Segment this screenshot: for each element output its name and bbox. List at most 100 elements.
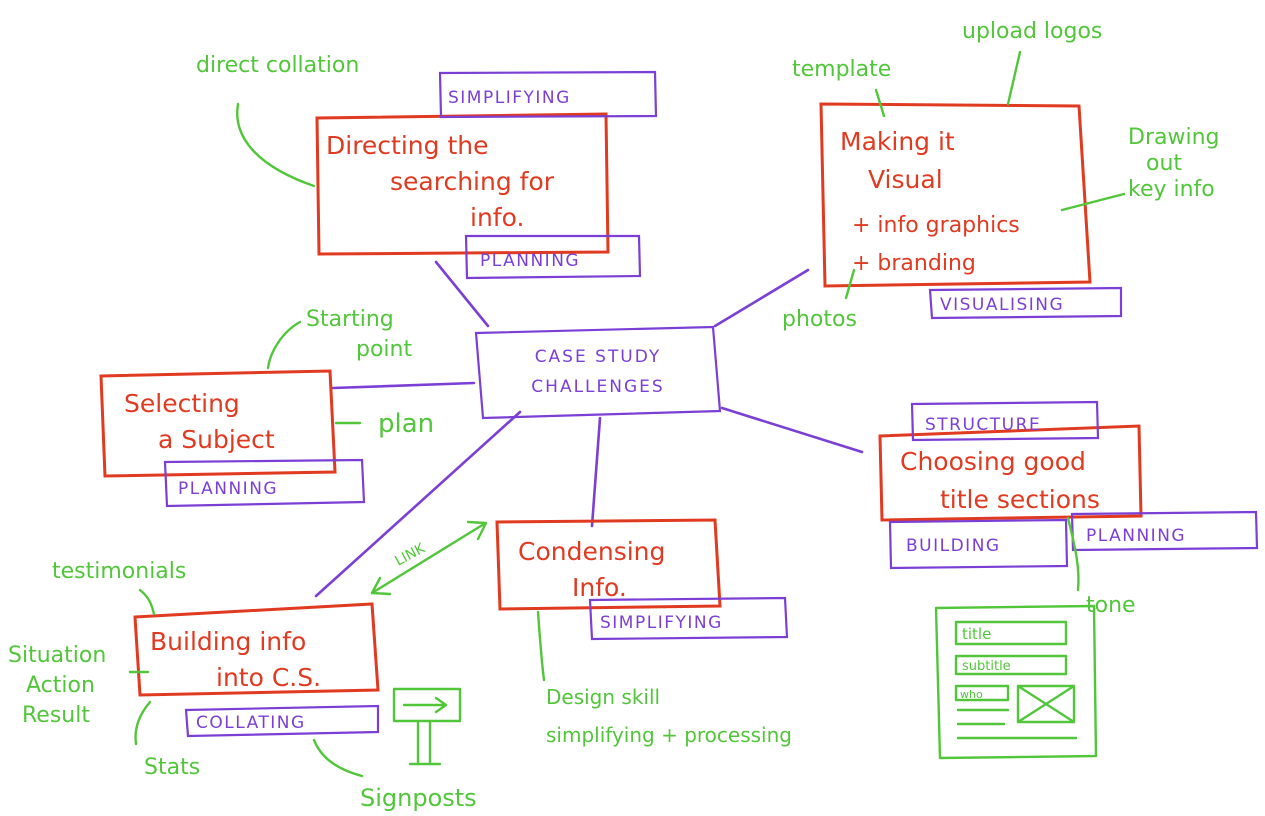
directing-line2: searching for — [390, 167, 555, 196]
selecting-note-start-leader — [266, 320, 302, 370]
node-directing: Directing the searching for info. SIMPLI… — [196, 53, 658, 280]
connector-condensing — [590, 416, 602, 528]
titles-line2: title sections — [940, 485, 1100, 514]
signpost-icon — [392, 687, 462, 766]
selecting-box — [99, 369, 337, 478]
building-line1: Building info — [150, 627, 306, 656]
node-condensing: Condensing Info. SIMPLIFYING Design skil… — [370, 518, 792, 747]
selecting-tag: PLANNING — [178, 479, 278, 499]
building-note-signposts-leader — [312, 738, 364, 778]
building-line2: into C.S. — [216, 663, 321, 692]
visual-bullet2: + branding — [852, 251, 976, 276]
directing-box — [315, 112, 610, 256]
visual-line1: Making it — [840, 127, 955, 156]
wireframe-text-lines — [956, 708, 1078, 740]
node-titles: Choosing good title sections STRUCTURE B… — [878, 400, 1259, 618]
visual-bullet1: + info graphics — [852, 213, 1020, 238]
selecting-note-start1: Starting — [306, 307, 394, 332]
node-visual: Making it Visual + info graphics + brand… — [782, 19, 1219, 332]
condensing-note2: simplifying + processing — [546, 723, 792, 747]
center-box — [474, 325, 722, 420]
wireframe-who-box — [954, 684, 1010, 702]
signpost-arrow — [402, 696, 448, 714]
directing-line1: Directing the — [326, 131, 489, 160]
selecting-note-start2: point — [356, 337, 412, 362]
building-note-testimonials-leader — [138, 588, 156, 616]
link-arrow-shaft — [370, 522, 486, 595]
condensing-tag-box — [588, 596, 789, 641]
building-note-testimonials: testimonials — [52, 559, 186, 584]
visual-box — [819, 102, 1092, 288]
building-note-signposts: Signposts — [360, 784, 477, 812]
directing-note: direct collation — [196, 53, 359, 78]
titles-line1: Choosing good — [900, 447, 1086, 476]
titles-tag-building: BUILDING — [906, 536, 1001, 556]
building-note-result: Result — [22, 703, 90, 728]
titles-tag-planning: PLANNING — [1086, 526, 1186, 546]
wireframe-image-box — [1016, 684, 1076, 724]
wireframe-title-box — [954, 620, 1068, 646]
wireframe-subtitle-box — [954, 654, 1068, 676]
connector-selecting — [331, 381, 476, 390]
building-tag-box — [184, 704, 380, 738]
wireframe-frame — [934, 604, 1098, 760]
connector-directing — [434, 260, 490, 328]
directing-tag-bottom: PLANNING — [480, 251, 580, 271]
center-title-line2: CHALLENGES — [531, 377, 664, 397]
directing-line3: info. — [470, 203, 524, 232]
building-note-action: Action — [26, 673, 95, 698]
directing-note-leader — [236, 102, 316, 188]
link-arrow-head-end — [466, 520, 488, 541]
titles-box — [878, 424, 1143, 522]
visual-note-drawing1: Drawing — [1128, 125, 1219, 150]
condensing-line1: Condensing — [518, 537, 665, 566]
building-note-situation: Situation — [8, 643, 106, 668]
building-note-stats-leader — [134, 700, 152, 746]
visual-note-drawing2: out — [1146, 151, 1182, 176]
condensing-line2: Info. — [572, 573, 627, 602]
directing-tag-top: SIMPLIFYING — [448, 88, 571, 108]
selecting-tag-box — [163, 458, 366, 508]
directing-tag-bottom-box — [464, 234, 642, 280]
building-note-stats: Stats — [144, 755, 200, 780]
page-wireframe-sketch: title subtitle who — [934, 604, 1098, 760]
signpost-board — [392, 687, 462, 723]
node-selecting: Selecting a Subject PLANNING Starting po… — [99, 307, 434, 508]
visual-line2: Visual — [868, 165, 943, 194]
center-title-line1: CASE STUDY — [535, 347, 662, 367]
connector-building — [314, 410, 522, 598]
wireframe-who: who — [960, 688, 983, 701]
visual-note-drawing-leader — [1060, 192, 1126, 212]
condensing-box — [495, 518, 722, 611]
condensing-note1: Design skill — [546, 685, 660, 709]
visual-note-template-leader — [874, 88, 886, 118]
link-label: LINK — [392, 540, 428, 569]
wireframe-title: title — [962, 625, 991, 643]
selecting-line1: Selecting — [124, 389, 240, 418]
visual-note-photos: photos — [782, 307, 857, 332]
visual-note-upload-leader — [1006, 50, 1022, 106]
visual-note-drawing3: key info — [1128, 177, 1215, 202]
selecting-line2: a Subject — [158, 425, 275, 454]
condensing-note-leader — [536, 610, 546, 682]
directing-tag-top-box — [438, 70, 658, 119]
visual-note-photos-leader — [844, 268, 856, 300]
visual-tag: VISUALISING — [940, 295, 1064, 315]
titles-tag-building-box — [888, 518, 1069, 570]
visual-note-upload: upload logos — [962, 19, 1102, 44]
center-node: CASE STUDY CHALLENGES — [474, 325, 722, 420]
signpost-post — [408, 719, 442, 766]
connector-visual — [713, 268, 810, 328]
visual-note-template: template — [792, 57, 891, 82]
connector-titles — [720, 406, 864, 454]
building-tag: COLLATING — [196, 713, 306, 733]
node-building: Building info into C.S. COLLATING testim… — [8, 559, 477, 812]
visual-tag-box — [928, 286, 1123, 320]
wireframe-subtitle: subtitle — [962, 659, 1011, 674]
titles-tag-top-box — [910, 400, 1100, 442]
wireframe-image-cross — [1016, 684, 1076, 724]
link-arrow-head-start — [370, 576, 392, 596]
titles-note-tone-leader — [1066, 516, 1080, 592]
